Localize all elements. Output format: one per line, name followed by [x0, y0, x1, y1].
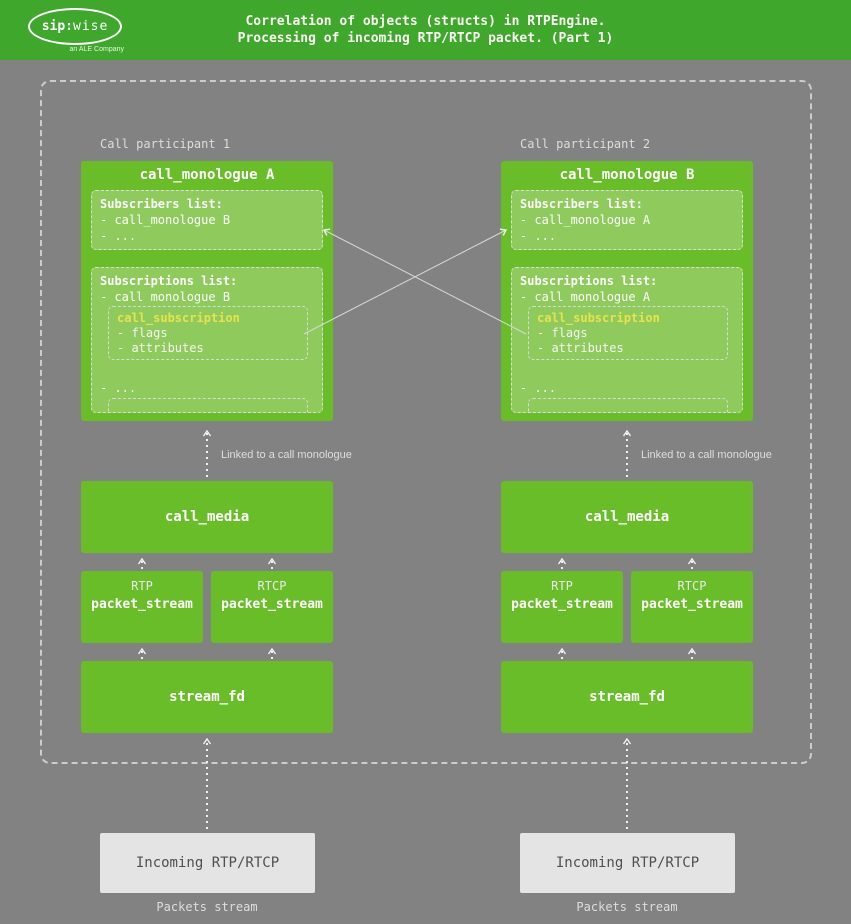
subscriptions-more: - ... — [520, 381, 557, 395]
incoming-rtp-rtcp-box: Incoming RTP/RTCP — [100, 833, 315, 893]
packets-stream-label: Packets stream — [156, 900, 258, 914]
packet-stream-rtp-box: RTP packet_stream — [501, 571, 623, 643]
packet-stream-label: packet_stream — [221, 597, 323, 612]
call-monologue-box: call_monologue B Subscribers list: - cal… — [501, 161, 753, 421]
linked-to-monologue-label: Linked to a call monologue — [641, 449, 772, 461]
call-subscription-item: - flags — [537, 326, 588, 340]
participant-label: Call participant 2 — [520, 137, 651, 151]
page-title: Correlation of objects (structs) in RTPE… — [0, 13, 851, 47]
rtp-tag: RTP — [131, 579, 153, 593]
subscribers-heading: Subscribers list: — [100, 197, 223, 211]
packet-stream-rtcp-box: RTCP packet_stream — [211, 571, 333, 643]
subscribers-item: - ... — [100, 229, 137, 243]
call-media-box: call_media — [501, 481, 753, 553]
rtcp-tag: RTCP — [257, 579, 287, 593]
call-media-label: call_media — [164, 509, 250, 525]
call-subscription-item: - attributes — [537, 341, 624, 355]
call-subscription-box: call_subscription - flags - attributes — [108, 306, 308, 360]
page-title-line1: Correlation of objects (structs) in RTPE… — [245, 14, 606, 29]
linked-to-monologue-label: Linked to a call monologue — [221, 449, 352, 461]
logo-brand-suffix: wise — [73, 19, 109, 34]
logo-tagline: an ALE Company — [69, 46, 124, 53]
packet-stream-label: packet_stream — [641, 597, 743, 612]
participant-label: Call participant 1 — [100, 137, 231, 151]
stream-fd-label: stream_fd — [169, 689, 245, 705]
packets-stream-label: Packets stream — [576, 900, 678, 914]
partial-subscription-box — [528, 398, 728, 412]
logo-cloud-icon: sip:wise — [28, 8, 122, 45]
subscribers-item: - call_monologue B — [100, 213, 231, 227]
subscribers-item: - call_monologue A — [520, 213, 651, 227]
participant-column-1: Call participant 1 call_monologue A Subs… — [81, 0, 352, 924]
subscribers-item: - ... — [520, 229, 557, 243]
stream-fd-box: stream_fd — [501, 661, 753, 733]
call-monologue-box: call_monologue A Subscribers list: - cal… — [81, 161, 333, 421]
subscriptions-item: - call monologue B — [100, 290, 231, 304]
packet-stream-label: packet_stream — [511, 597, 613, 612]
participant-column-2: Call participant 2 call_monologue B Subs… — [501, 0, 772, 924]
subscribers-list-box: Subscribers list: - call_monologue B - .… — [91, 190, 323, 250]
call-subscription-box: call_subscription - flags - attributes — [528, 306, 728, 360]
subscriptions-heading: Subscriptions list: — [100, 274, 238, 288]
call-monologue-title: call_monologue B — [559, 167, 695, 183]
header-bar: sip:wise an ALE Company Correlation of o… — [0, 0, 851, 60]
subscribers-heading: Subscribers list: — [520, 197, 643, 211]
subscriptions-item: - call monologue A — [520, 290, 651, 304]
rtpengine-container — [40, 80, 812, 764]
packet-stream-rtp-box: RTP packet_stream — [81, 571, 203, 643]
subscribers-list-box: Subscribers list: - call_monologue A - .… — [511, 190, 743, 250]
call-subscription-title: call_subscription — [117, 311, 240, 325]
subscriptions-heading: Subscriptions list: — [520, 274, 658, 288]
call-media-label: call_media — [584, 509, 670, 525]
logo-brand-prefix: sip: — [41, 19, 73, 34]
sipwise-logo: sip:wise an ALE Company — [28, 8, 124, 54]
page-title-line2: Processing of incoming RTP/RTCP packet. … — [237, 31, 614, 46]
subscriptions-list-box: Subscriptions list: - call monologue B c… — [91, 267, 323, 413]
stream-fd-box: stream_fd — [81, 661, 333, 733]
rtp-tag: RTP — [551, 579, 573, 593]
packet-stream-rtcp-box: RTCP packet_stream — [631, 571, 753, 643]
subscriptions-more: - ... — [100, 381, 137, 395]
packet-stream-label: packet_stream — [91, 597, 193, 612]
stream-fd-label: stream_fd — [589, 689, 665, 705]
call-subscription-item: - attributes — [117, 341, 204, 355]
call-subscription-item: - flags — [117, 326, 168, 340]
incoming-rtp-rtcp-box: Incoming RTP/RTCP — [520, 833, 735, 893]
call-media-box: call_media — [81, 481, 333, 553]
rtcp-tag: RTCP — [677, 579, 707, 593]
subscriptions-list-box: Subscriptions list: - call monologue A c… — [511, 267, 743, 413]
partial-subscription-box — [108, 398, 308, 412]
call-subscription-title: call_subscription — [537, 311, 660, 325]
call-monologue-title: call_monologue A — [139, 167, 275, 183]
